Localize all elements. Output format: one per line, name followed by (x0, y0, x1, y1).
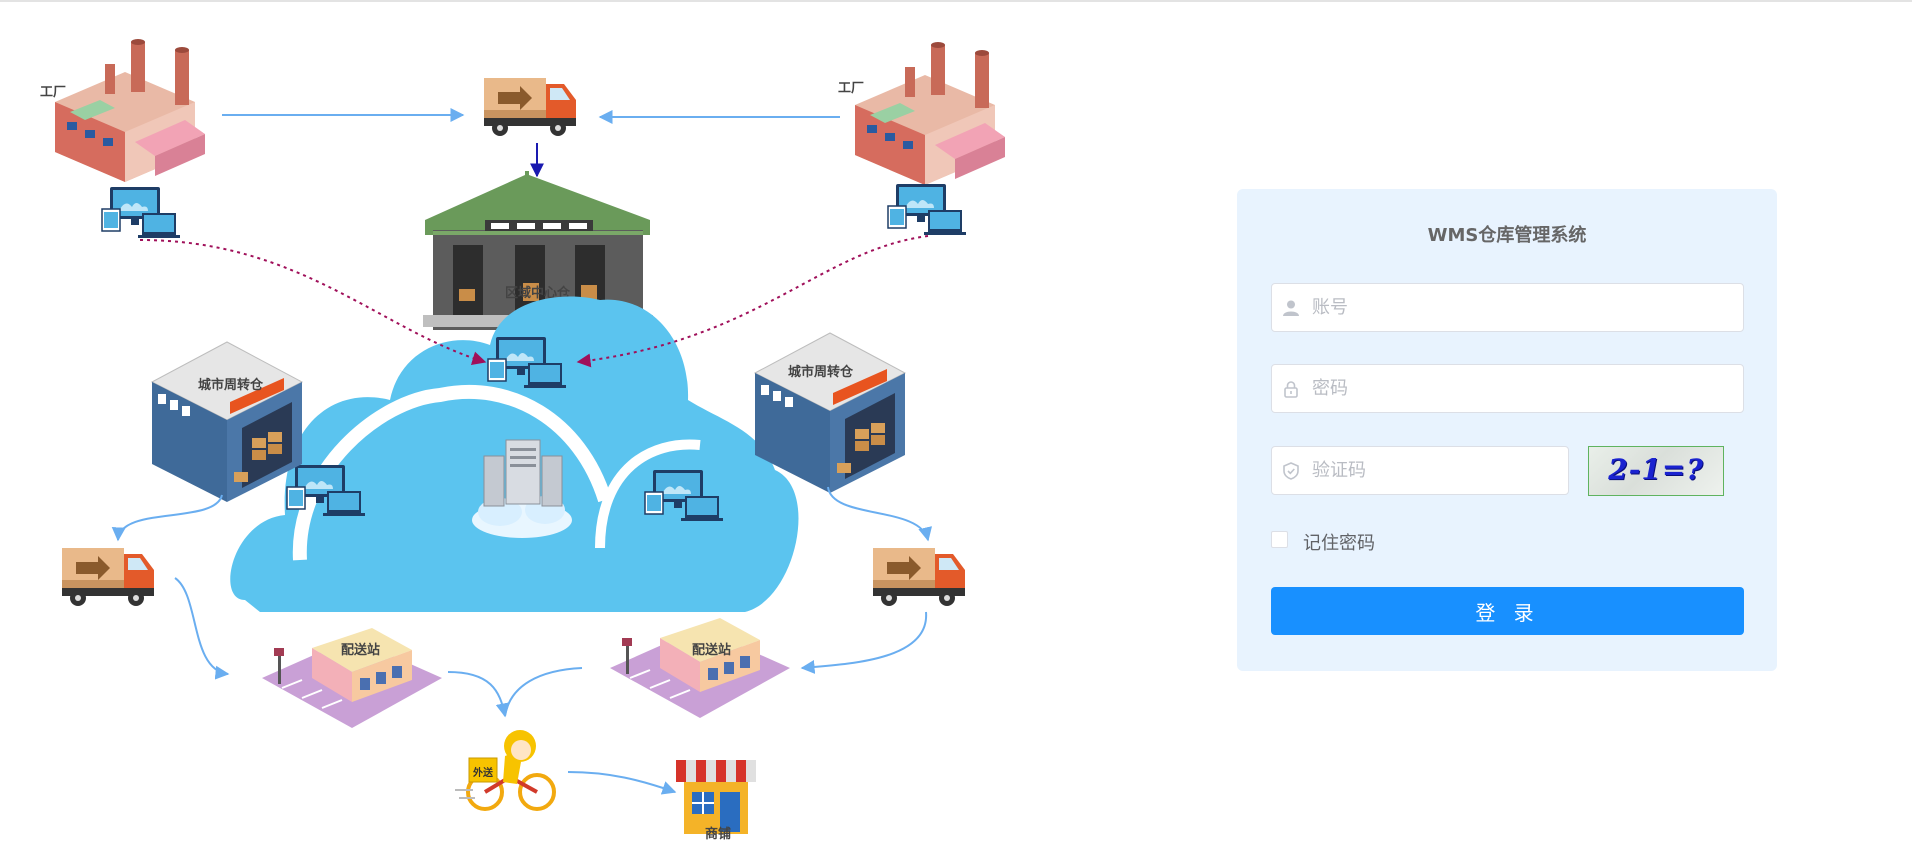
courier-box-label: 外送 (472, 766, 494, 779)
delivery-station-icon-right (609, 617, 791, 719)
login-panel: WMS仓库管理系统 2-1=? 记住密码 登 录 (1237, 189, 1777, 671)
station-label-right: 配送站 (692, 642, 731, 658)
captcha-input[interactable] (1312, 447, 1556, 494)
city-warehouse-label-left: 城市周转仓 (198, 377, 264, 393)
logistics-illustration: 工厂 工厂 区域中心仓 (40, 39, 1005, 842)
captcha-field[interactable] (1271, 446, 1569, 495)
user-icon (1283, 300, 1299, 316)
station-label-left: 配送站 (341, 642, 380, 658)
password-field[interactable] (1271, 364, 1744, 413)
warehouse-icon-city-right (754, 332, 906, 494)
shop-label: 商铺 (705, 826, 731, 842)
regional-warehouse-label: 区域中心仓 (505, 285, 571, 301)
warehouse-icon-city-left (151, 341, 303, 503)
captcha-image[interactable]: 2-1=? (1588, 446, 1724, 496)
lock-icon (1284, 381, 1298, 398)
password-input[interactable] (1312, 365, 1731, 412)
captcha-text: 2-1=? (1608, 453, 1704, 486)
factory-icon-left (55, 39, 205, 182)
factory-icon-right (855, 42, 1005, 185)
computer-icon-factory-right (887, 183, 967, 236)
username-input[interactable] (1312, 284, 1731, 331)
shop-icon (676, 760, 756, 834)
computer-icon-factory-left (101, 186, 181, 239)
city-warehouse-label-right: 城市周转仓 (788, 364, 854, 380)
remember-checkbox[interactable] (1271, 531, 1288, 548)
truck-icon-left (62, 548, 154, 606)
shield-icon (1283, 462, 1299, 480)
truck-icon-top (484, 78, 576, 136)
courier-icon: 外送 (455, 730, 556, 811)
truck-icon-right (873, 548, 965, 606)
server-icon (472, 439, 572, 538)
username-field[interactable] (1271, 283, 1744, 332)
remember-label: 记住密码 (1303, 533, 1375, 554)
login-title: WMS仓库管理系统 (1427, 225, 1587, 246)
factory-label-left: 工厂 (40, 85, 66, 100)
factory-label-right: 工厂 (838, 81, 864, 96)
top-divider (0, 0, 1912, 2)
login-button[interactable]: 登 录 (1271, 587, 1744, 635)
